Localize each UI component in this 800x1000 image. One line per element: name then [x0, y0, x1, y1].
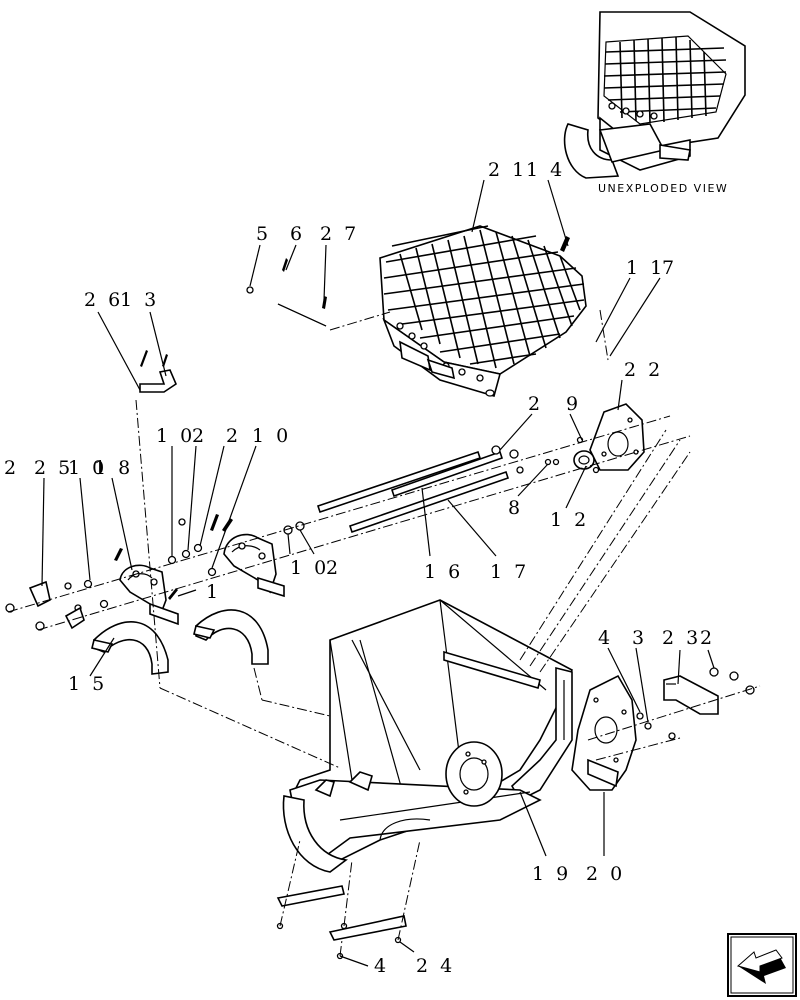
callout-27: 2 7 — [320, 223, 359, 245]
shafts — [316, 450, 510, 534]
callout-24: 2 4 — [416, 955, 455, 977]
leader-lines — [41, 179, 715, 967]
callout-3: 3 — [632, 627, 647, 649]
callout-labels: 2 1 1 4 5 6 2 7 1 1 7 2 6 1 3 2 2 2 9 1 … — [4, 159, 715, 977]
callout-13: 1 3 — [120, 289, 159, 311]
callout-21: 2 1 — [488, 159, 527, 181]
callout-25: 2 5 — [34, 457, 73, 479]
callout-10-clamp: 1 0 — [68, 457, 107, 479]
callout-4-right: 4 — [598, 627, 613, 649]
callout-7: 7 — [662, 257, 677, 279]
callout-1: 1 — [206, 581, 221, 603]
callout-23: 2 3 — [662, 627, 701, 649]
bottom-strips — [276, 885, 407, 960]
callout-17: 1 7 — [490, 561, 529, 583]
callout-10-right: 1 0 — [252, 425, 291, 447]
callout-9: 9 — [566, 393, 581, 415]
callout-11: 1 1 — [626, 257, 665, 279]
callout-15: 1 5 — [68, 673, 107, 695]
clamp-parts — [28, 518, 285, 630]
callout-14: 1 4 — [526, 159, 565, 181]
unexploded-view-illustration: UNEXPLODED VIEW — [563, 11, 746, 195]
grate-assembly — [379, 225, 587, 397]
rod-and-pin — [246, 258, 327, 327]
callout-26: 2 6 — [84, 289, 123, 311]
straps — [91, 609, 269, 675]
callout-20: 2 0 — [586, 863, 625, 885]
unexploded-view-caption: UNEXPLODED VIEW — [598, 182, 728, 195]
callout-2-far-left: 2 — [4, 457, 19, 479]
callout-6: 6 — [290, 223, 305, 245]
end-plate-and-bracket — [571, 667, 755, 791]
callout-2-bracket: 2 — [700, 627, 715, 649]
callout-5: 5 — [256, 223, 271, 245]
callout-16: 1 6 — [424, 561, 463, 583]
callout-22: 2 2 — [624, 359, 663, 381]
callout-2-mid-washer: 2 — [326, 557, 341, 579]
callout-10-left: 1 0 — [156, 425, 195, 447]
callout-2-mid: 2 — [192, 425, 207, 447]
handle-part — [139, 350, 177, 393]
callout-2-shaft-nut: 2 — [528, 393, 543, 415]
callout-12: 1 2 — [550, 509, 589, 531]
assembly-centerlines — [7, 309, 761, 957]
hopper-body — [282, 599, 574, 873]
callout-4-bottom: 4 — [374, 955, 389, 977]
arrow-icon[interactable] — [727, 933, 797, 997]
callout-18: 1 8 — [94, 457, 133, 479]
callout-2-mid-right: 2 — [226, 425, 241, 447]
callout-8: 8 — [508, 497, 523, 519]
callout-10-mid: 1 0 — [290, 557, 329, 579]
callout-19: 1 9 — [532, 863, 571, 885]
